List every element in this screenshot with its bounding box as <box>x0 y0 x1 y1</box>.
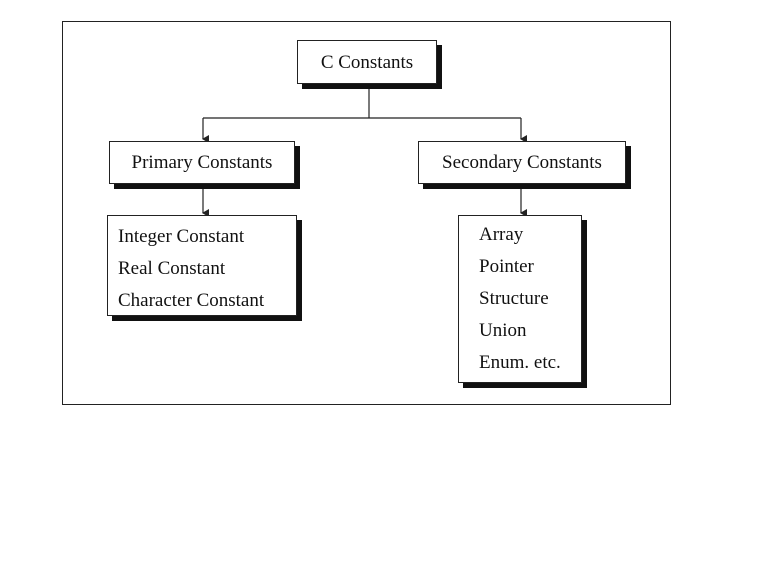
secondary-constants-node: Secondary Constants <box>418 141 626 184</box>
list-item-character-constant: Character Constant <box>118 290 265 311</box>
primary-constants-label: Primary Constants <box>131 152 273 173</box>
list-item-union: Union <box>479 320 527 341</box>
diagram-frame <box>62 21 671 405</box>
list-item-pointer: Pointer <box>479 256 534 277</box>
root-node: C Constants <box>297 40 437 84</box>
root-node-label: C Constants <box>320 51 414 73</box>
secondary-constants-label: Secondary Constants <box>442 152 602 173</box>
primary-constants-node: Primary Constants <box>109 141 295 184</box>
primary-constants-list: Integer Constant Real Constant Character… <box>107 215 297 316</box>
secondary-constants-list: Array Pointer Structure Union Enum. etc. <box>458 215 582 383</box>
list-item-integer-constant: Integer Constant <box>118 226 245 247</box>
list-item-structure: Structure <box>479 288 549 309</box>
list-item-real-constant: Real Constant <box>118 258 226 279</box>
list-item-array: Array <box>479 224 524 245</box>
list-item-enum: Enum. etc. <box>479 352 561 373</box>
